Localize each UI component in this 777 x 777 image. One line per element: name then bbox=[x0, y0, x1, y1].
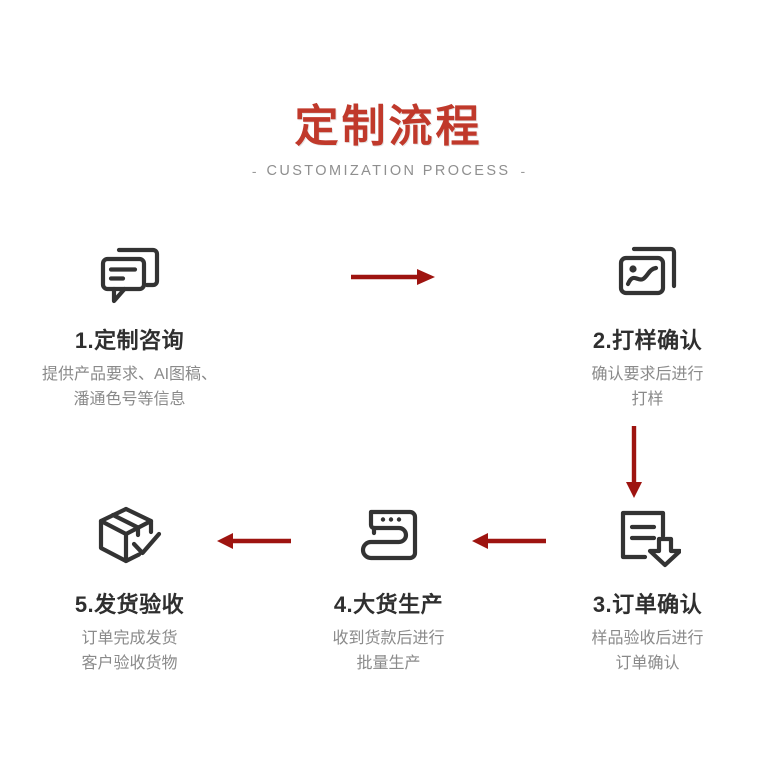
document-download-icon bbox=[615, 500, 681, 576]
subtitle-dash-right: - bbox=[520, 163, 526, 180]
step-description: 订单完成发货 客户验收货物 bbox=[81, 630, 178, 672]
image-frames-icon bbox=[615, 236, 681, 312]
arrow-step1-to-step2 bbox=[349, 266, 437, 293]
step-card-5: 5.发货验收 订单完成发货 客户验收货物 bbox=[0, 500, 259, 677]
step-card-4: 4.大货生产 收到货款后进行 批量生产 bbox=[259, 500, 518, 677]
arrow-step4-to-step5 bbox=[215, 530, 293, 557]
step-title: 2.打样确认 bbox=[592, 328, 703, 353]
subtitle-dash-left: - bbox=[251, 163, 257, 180]
step-description: 样品验收后进行 订单确认 bbox=[591, 630, 704, 672]
subtitle-row: - CUSTOMIZATION PROCESS - bbox=[0, 164, 777, 179]
step-description: 提供产品要求、AI图稿、 潘通色号等信息 bbox=[41, 366, 218, 408]
step-description: 收到货款后进行 批量生产 bbox=[332, 630, 445, 672]
page-title: 定制流程 bbox=[294, 102, 483, 151]
step-card-1: 1.定制咨询 提供产品要求、AI图稿、 潘通色号等信息 bbox=[0, 236, 259, 413]
steps-row-top: 1.定制咨询 提供产品要求、AI图稿、 潘通色号等信息 2.打样确认 确认要求后… bbox=[0, 236, 777, 413]
page-subtitle: CUSTOMIZATION PROCESS bbox=[266, 163, 511, 180]
step-title: 4.大货生产 bbox=[333, 592, 444, 617]
step-description: 确认要求后进行 打样 bbox=[591, 366, 704, 408]
step-title: 5.发货验收 bbox=[74, 592, 185, 617]
arrow-step2-to-step3 bbox=[619, 424, 649, 505]
step-card-2: 2.打样确认 确认要求后进行 打样 bbox=[518, 236, 777, 413]
step-card-3: 3.订单确认 样品验收后进行 订单确认 bbox=[518, 500, 777, 677]
chat-bubbles-icon bbox=[97, 236, 163, 312]
box-check-icon bbox=[93, 500, 167, 576]
arrow-step3-to-step4 bbox=[470, 530, 548, 557]
header: 定制流程 - CUSTOMIZATION PROCESS - bbox=[0, 102, 777, 179]
step-title: 1.定制咨询 bbox=[74, 328, 185, 353]
sewing-machine-icon bbox=[357, 500, 421, 576]
step-title: 3.订单确认 bbox=[592, 592, 703, 617]
steps-row-bottom: 5.发货验收 订单完成发货 客户验收货物 4.大货生产 收到货款后进行 批量生产 bbox=[0, 500, 777, 677]
